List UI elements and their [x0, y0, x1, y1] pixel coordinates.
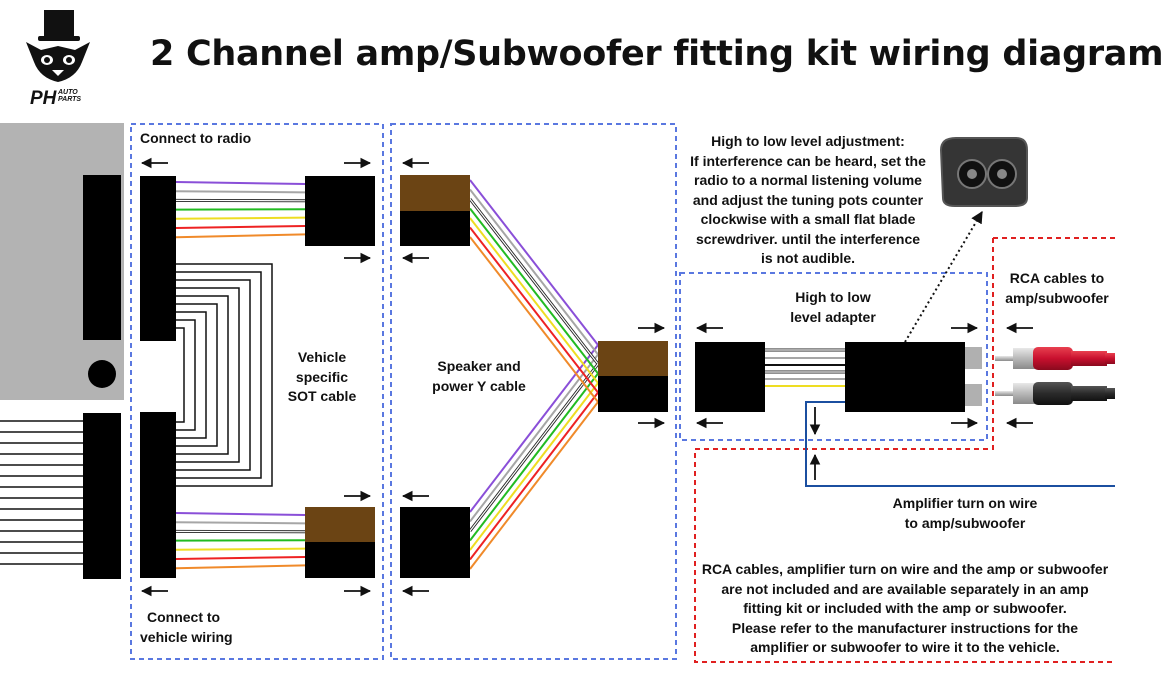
tuning-pots-illustration [939, 137, 1028, 207]
sot-top-wire [175, 190, 306, 194]
rca-cables-label: RCA cables to amp/subwoofer [1005, 270, 1109, 306]
y-cable-top-wire [469, 179, 599, 346]
high-low-adapter [695, 342, 982, 412]
turn-on-wire-label: Amplifier turn on wire to amp/subwoofer [892, 495, 1038, 531]
sot-loop-wire [176, 271, 262, 479]
sot-top-wire [175, 181, 306, 185]
sot-cable-label: Vehicle specific SOT cable [287, 349, 357, 404]
y-cable-top-wire [469, 188, 599, 356]
direction-arrows [140, 157, 1033, 597]
y-cable-top-wire [469, 217, 599, 384]
sot-loop-wire [176, 279, 251, 471]
y-cable-top-wire [469, 198, 599, 365]
y-cable-bottom-wire [469, 363, 599, 532]
y-cable-bottom-wire [469, 401, 599, 570]
sot-loop-wire [176, 303, 218, 447]
not-included-note: RCA cables, amplifier turn on wire and t… [701, 561, 1109, 655]
y-cable-top-wire [469, 236, 599, 403]
sot-top-wire [175, 216, 306, 220]
wiring-diagram [0, 10, 1115, 663]
brand-main-text: PH [30, 88, 57, 109]
optional-parts-box [694, 237, 1115, 663]
sot-loop-wire [176, 327, 185, 423]
sot-cable [140, 176, 375, 578]
y-cable-top-wire [469, 226, 599, 394]
page-title: 2 Channel amp/Subwoofer fitting kit wiri… [150, 34, 1163, 74]
y-cable [400, 175, 668, 578]
sot-loop-wire [176, 287, 240, 463]
sot-bottom-wire [175, 564, 306, 570]
connect-radio-label: Connect to radio [140, 130, 252, 146]
adjustment-instructions: High to low level adjustment: If interfe… [690, 133, 926, 266]
sot-bottom-wire [175, 556, 306, 560]
sot-bottom-wire [175, 547, 306, 551]
raccoon-logo [26, 10, 90, 82]
sot-loop-wire [176, 311, 207, 439]
sot-top-wire [175, 225, 306, 229]
rca-plug-black [995, 382, 1115, 405]
sot-loop-wire [176, 295, 229, 455]
y-cable-top-wire [469, 207, 599, 375]
sot-loop-wire [176, 319, 196, 431]
adapter-label: High to low level adapter [790, 289, 876, 325]
sot-bottom-wire [175, 521, 306, 525]
sot-bottom-wire [175, 512, 306, 516]
brand-sub-text: AUTO PARTS [58, 89, 82, 103]
y-cable-box [390, 123, 677, 660]
sot-cable-box [130, 123, 384, 660]
brand-wordmark: PH AUTO PARTS [30, 88, 81, 110]
sot-top-wire [175, 233, 306, 239]
y-cable-bottom-wire [469, 344, 599, 513]
y-cable-label: Speaker and power Y cable [432, 358, 526, 394]
y-cable-bottom-wire [469, 372, 599, 542]
radio-unit [0, 123, 124, 400]
connect-vehicle-label: Connect to vehicle wiring [140, 609, 233, 645]
pots-pointer-line [904, 210, 983, 343]
vehicle-harness [0, 413, 121, 579]
turn-on-wire [805, 401, 1115, 487]
rca-plug-red [995, 347, 1115, 370]
sot-loop-wire [176, 263, 273, 487]
y-cable-bottom-wire [469, 391, 599, 561]
y-cable-bottom-wire [469, 353, 599, 523]
vehicle-wires [0, 420, 84, 565]
adapter-box [679, 272, 988, 441]
y-cable-bottom-wire [469, 382, 599, 551]
